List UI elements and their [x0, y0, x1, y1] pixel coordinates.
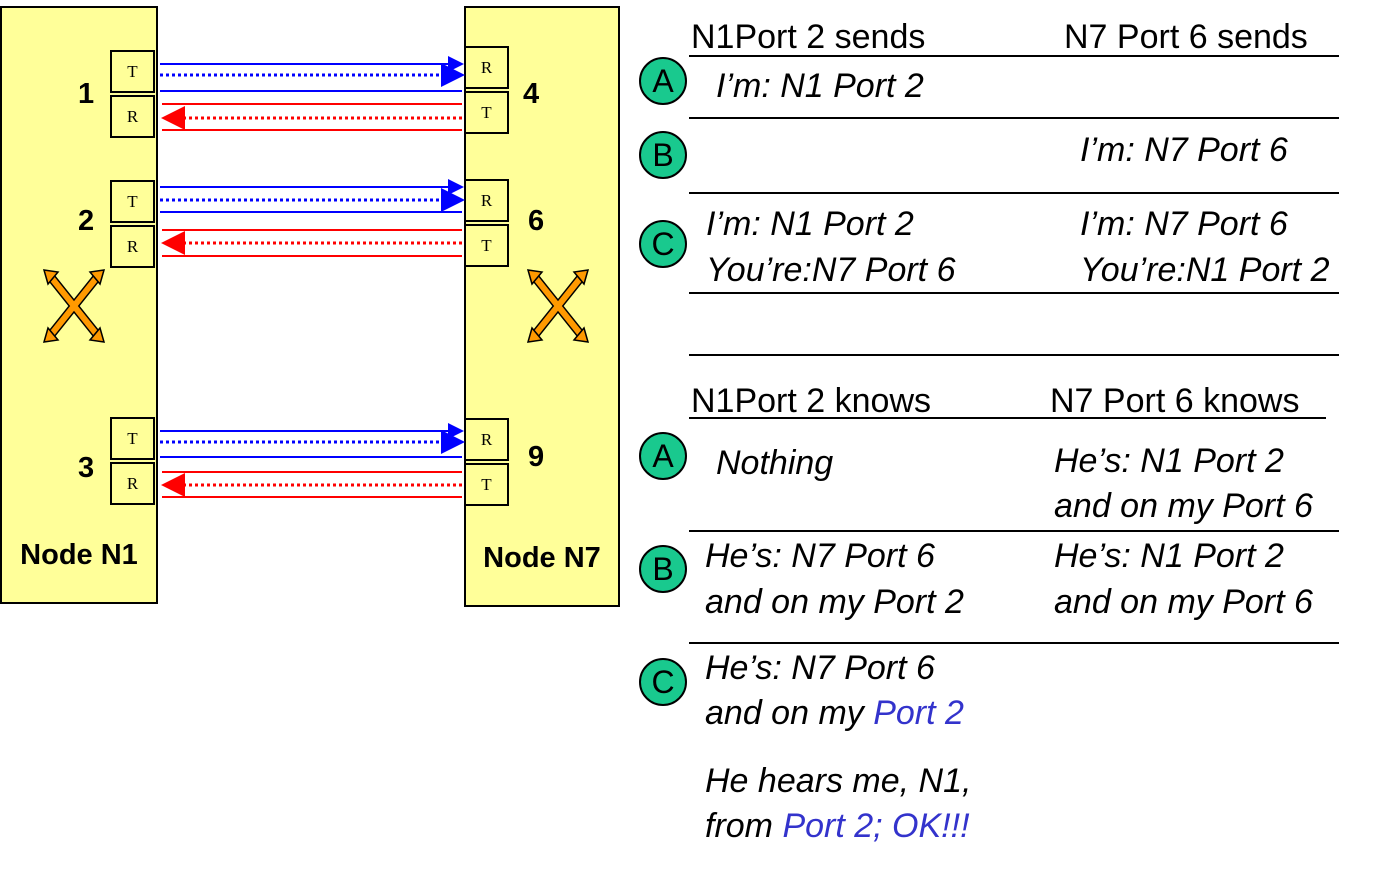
divider	[689, 292, 1339, 294]
crossed-arrows-icon	[42, 269, 106, 343]
node-n1-label: Node N1	[20, 539, 138, 571]
sends-b-right-text: I’m: N7 Port 6	[1080, 131, 1288, 169]
divider	[689, 642, 1339, 644]
divider	[689, 417, 1326, 419]
knows-a-left-text: Nothing	[716, 444, 834, 482]
n1-port-number-2: 2	[78, 205, 95, 237]
n7-port6-receive-box: R	[464, 179, 509, 222]
knows-b-left-line2: and on my Port 2	[705, 583, 964, 621]
knows-c-left-line2-highlight: Port 2	[873, 694, 964, 732]
step-badge-a: A	[639, 57, 687, 105]
knows-c-left-line2-plain: and on my	[705, 694, 874, 732]
n7-port6-transmit-box: T	[464, 224, 509, 267]
n7-port9-receive-box: R	[464, 418, 509, 461]
knows-c-note-line1: He hears me, N1,	[705, 762, 972, 800]
n7-port-number-9: 9	[528, 441, 545, 473]
n1-port3-receive-box: R	[110, 462, 155, 505]
sends-header-right: N7 Port 6 sends	[1064, 18, 1308, 56]
divider	[689, 55, 1339, 57]
knows-b-left-line1: He’s: N7 Port 6	[705, 537, 935, 575]
knows-c-left-line1: He’s: N7 Port 6	[705, 649, 935, 687]
link-group-2-6	[160, 179, 465, 257]
step-badge-b: B	[639, 131, 687, 179]
knows-a-right-line2: and on my Port 6	[1054, 487, 1313, 525]
n7-port-number-4: 4	[523, 78, 540, 110]
knows-header-left: N1Port 2 knows	[691, 382, 931, 420]
knows-header-right: N7 Port 6 knows	[1050, 382, 1300, 420]
link-group-1-4	[160, 56, 465, 131]
sends-header-left: N1Port 2 sends	[691, 18, 926, 56]
knows-c-note-line2-plain: from	[705, 807, 783, 845]
knows-a-right-line1: He’s: N1 Port 2	[1054, 442, 1284, 480]
knows-c-left-line2: and on my Port 2	[705, 696, 964, 730]
sends-c-right-line2: You’re:N1 Port 2	[1080, 251, 1330, 289]
n1-port3-transmit-box: T	[110, 417, 155, 460]
crossed-arrows-icon	[526, 269, 590, 343]
knows-b-right-line1: He’s: N1 Port 2	[1054, 537, 1284, 575]
node-n7: Node N7	[464, 6, 620, 607]
knows-c-note-line2: from Port 2; OK!!!	[705, 809, 970, 843]
link-group-3-9	[160, 423, 465, 498]
divider	[689, 530, 1339, 532]
step-badge-c: C	[639, 658, 687, 706]
node-n7-label: Node N7	[483, 542, 601, 574]
n1-port-number-3: 3	[78, 452, 95, 484]
step-badge-a: A	[639, 432, 687, 480]
knows-c-note-line2-highlight: Port 2; OK!!!	[782, 807, 970, 845]
n7-port-number-6: 6	[528, 205, 545, 237]
sends-c-left-line1: I’m: N1 Port 2	[706, 205, 914, 243]
divider	[689, 117, 1339, 119]
sends-c-left-line2: You’re:N7 Port 6	[706, 251, 956, 289]
n1-port2-transmit-box: T	[110, 180, 155, 223]
sends-a-left-text: I’m: N1 Port 2	[716, 67, 924, 105]
n1-port-number-1: 1	[78, 78, 95, 110]
sends-c-right-line1: I’m: N7 Port 6	[1080, 205, 1288, 243]
n1-port1-transmit-box: T	[110, 50, 155, 93]
step-badge-b: B	[639, 545, 687, 593]
divider	[689, 192, 1339, 194]
knows-b-right-line2: and on my Port 6	[1054, 583, 1313, 621]
n1-port2-receive-box: R	[110, 225, 155, 268]
n7-port4-transmit-box: T	[464, 91, 509, 134]
step-badge-c: C	[639, 220, 687, 268]
divider	[689, 354, 1339, 356]
n7-port9-transmit-box: T	[464, 463, 509, 506]
n7-port4-receive-box: R	[464, 46, 509, 89]
n1-port1-receive-box: R	[110, 95, 155, 138]
